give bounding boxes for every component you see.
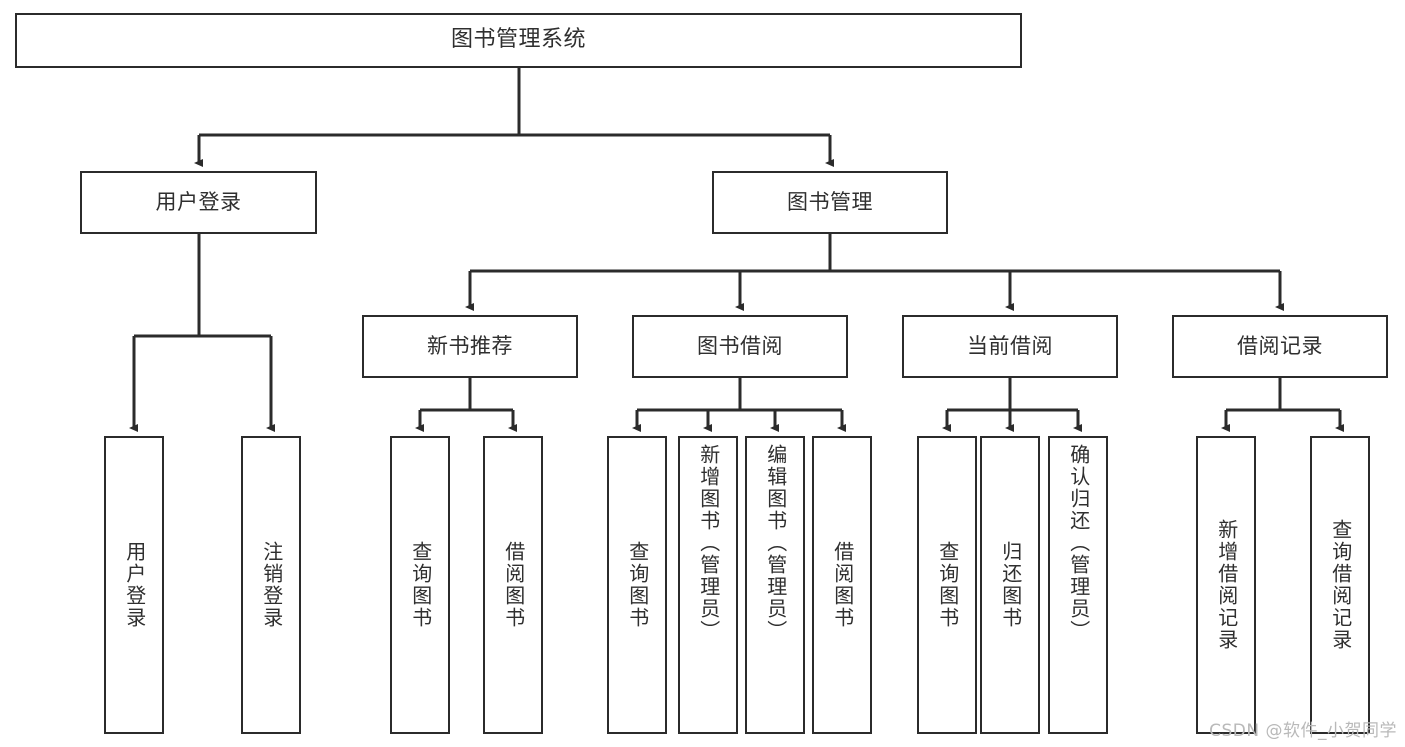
node-label: 用户登录: [122, 541, 147, 629]
node-label: 图书借阅: [697, 333, 783, 358]
leaf-recommend-query-book[interactable]: 查询图书: [390, 436, 450, 734]
leaf-borrow-edit-book-admin[interactable]: 编辑图书（管理员）: [745, 436, 805, 734]
node-label: 查询图书: [408, 541, 433, 629]
node-label: 注销登录: [259, 541, 284, 629]
node-current-borrow[interactable]: 当前借阅: [902, 315, 1118, 378]
leaf-user-logout[interactable]: 注销登录: [241, 436, 301, 734]
leaf-recommend-borrow-book[interactable]: 借阅图书: [483, 436, 543, 734]
node-label: 借阅图书: [830, 541, 855, 629]
leaf-borrow-borrow-book[interactable]: 借阅图书: [812, 436, 872, 734]
node-label: 确认归还（管理员）: [1066, 444, 1091, 642]
leaf-borrow-add-book-admin[interactable]: 新增图书（管理员）: [678, 436, 738, 734]
node-label: 查询借阅记录: [1328, 519, 1353, 651]
node-label: 归还图书: [998, 541, 1023, 629]
leaf-record-add-record[interactable]: 新增借阅记录: [1196, 436, 1256, 734]
node-new-book-recommend[interactable]: 新书推荐: [362, 315, 578, 378]
node-label: 借阅记录: [1237, 333, 1323, 358]
node-book-management[interactable]: 图书管理: [712, 171, 948, 234]
node-label: 当前借阅: [967, 333, 1053, 358]
node-user-login[interactable]: 用户登录: [80, 171, 317, 234]
leaf-current-return-book[interactable]: 归还图书: [980, 436, 1040, 734]
node-label: 用户登录: [155, 189, 242, 214]
node-label: 借阅图书: [501, 541, 526, 629]
node-label: 查询图书: [935, 541, 960, 629]
leaf-record-query-record[interactable]: 查询借阅记录: [1310, 436, 1370, 734]
leaf-user-login[interactable]: 用户登录: [104, 436, 164, 734]
node-root-system[interactable]: 图书管理系统: [15, 13, 1022, 68]
leaf-borrow-query-book[interactable]: 查询图书: [607, 436, 667, 734]
node-label: 图书管理: [787, 189, 873, 214]
leaf-current-query-book[interactable]: 查询图书: [917, 436, 977, 734]
node-label: 图书管理系统: [450, 27, 586, 53]
node-borrow-record[interactable]: 借阅记录: [1172, 315, 1388, 378]
node-label: 新书推荐: [427, 333, 513, 358]
node-label: 编辑图书（管理员）: [763, 444, 788, 642]
leaf-current-confirm-return-admin[interactable]: 确认归还（管理员）: [1048, 436, 1108, 734]
node-label: 查询图书: [625, 541, 650, 629]
node-label: 新增借阅记录: [1214, 519, 1239, 651]
node-book-borrow[interactable]: 图书借阅: [632, 315, 848, 378]
csdn-watermark: CSDN @软件_小贺同学: [1209, 721, 1397, 741]
node-label: 新增图书（管理员）: [696, 444, 721, 642]
